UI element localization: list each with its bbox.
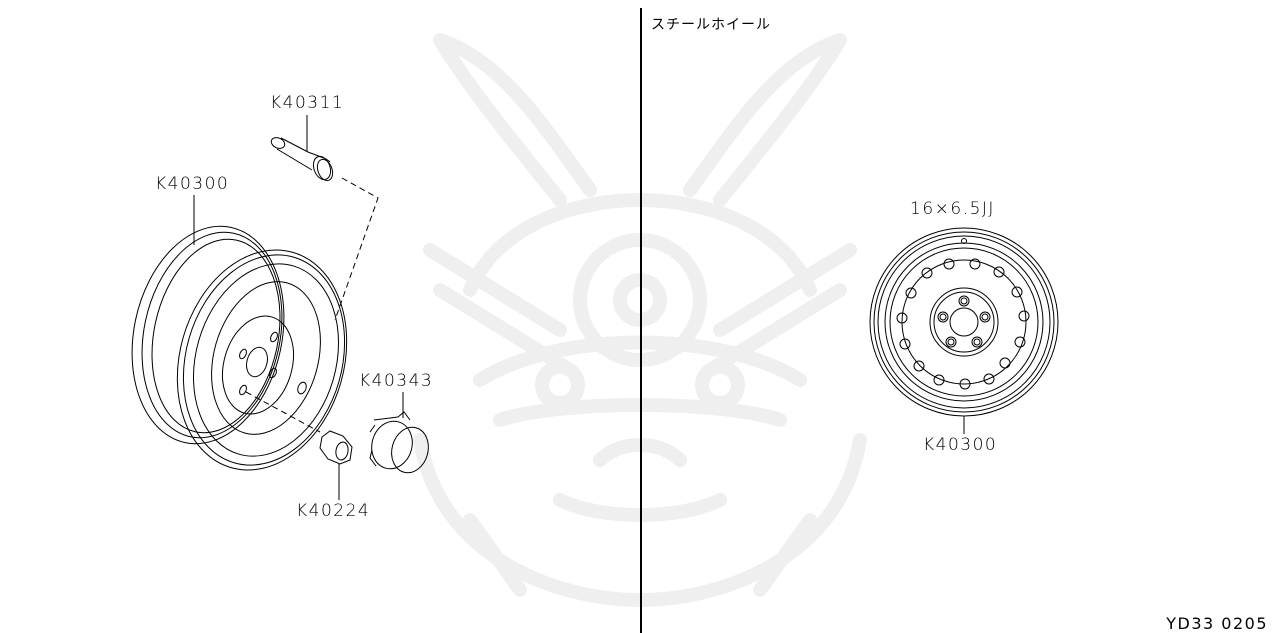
part-label-k40343[interactable]: K40343 [359, 371, 434, 391]
part-label-k40300-front[interactable]: K40300 [923, 435, 998, 455]
wheel-size-label: 16×6.5JJ [910, 199, 995, 219]
part-label-k40224[interactable]: K40224 [296, 501, 371, 521]
diagram-code: YD33 0205 [1166, 614, 1268, 633]
valve-part-drawing[interactable] [270, 115, 336, 183]
panel-divider [640, 8, 642, 633]
vent-holes [896, 258, 1030, 390]
wheel-cap-part-drawing[interactable] [366, 392, 433, 477]
road-wheel-part-drawing[interactable] [113, 195, 372, 490]
steel-wheel-front-view[interactable] [869, 227, 1059, 434]
section-title: スチールホイール [651, 17, 771, 33]
lug-nuts [937, 295, 991, 348]
part-label-k40300[interactable]: K40300 [155, 174, 230, 194]
part-label-k40311[interactable]: K40311 [270, 93, 345, 113]
wheel-nut-part-drawing[interactable] [319, 430, 353, 500]
